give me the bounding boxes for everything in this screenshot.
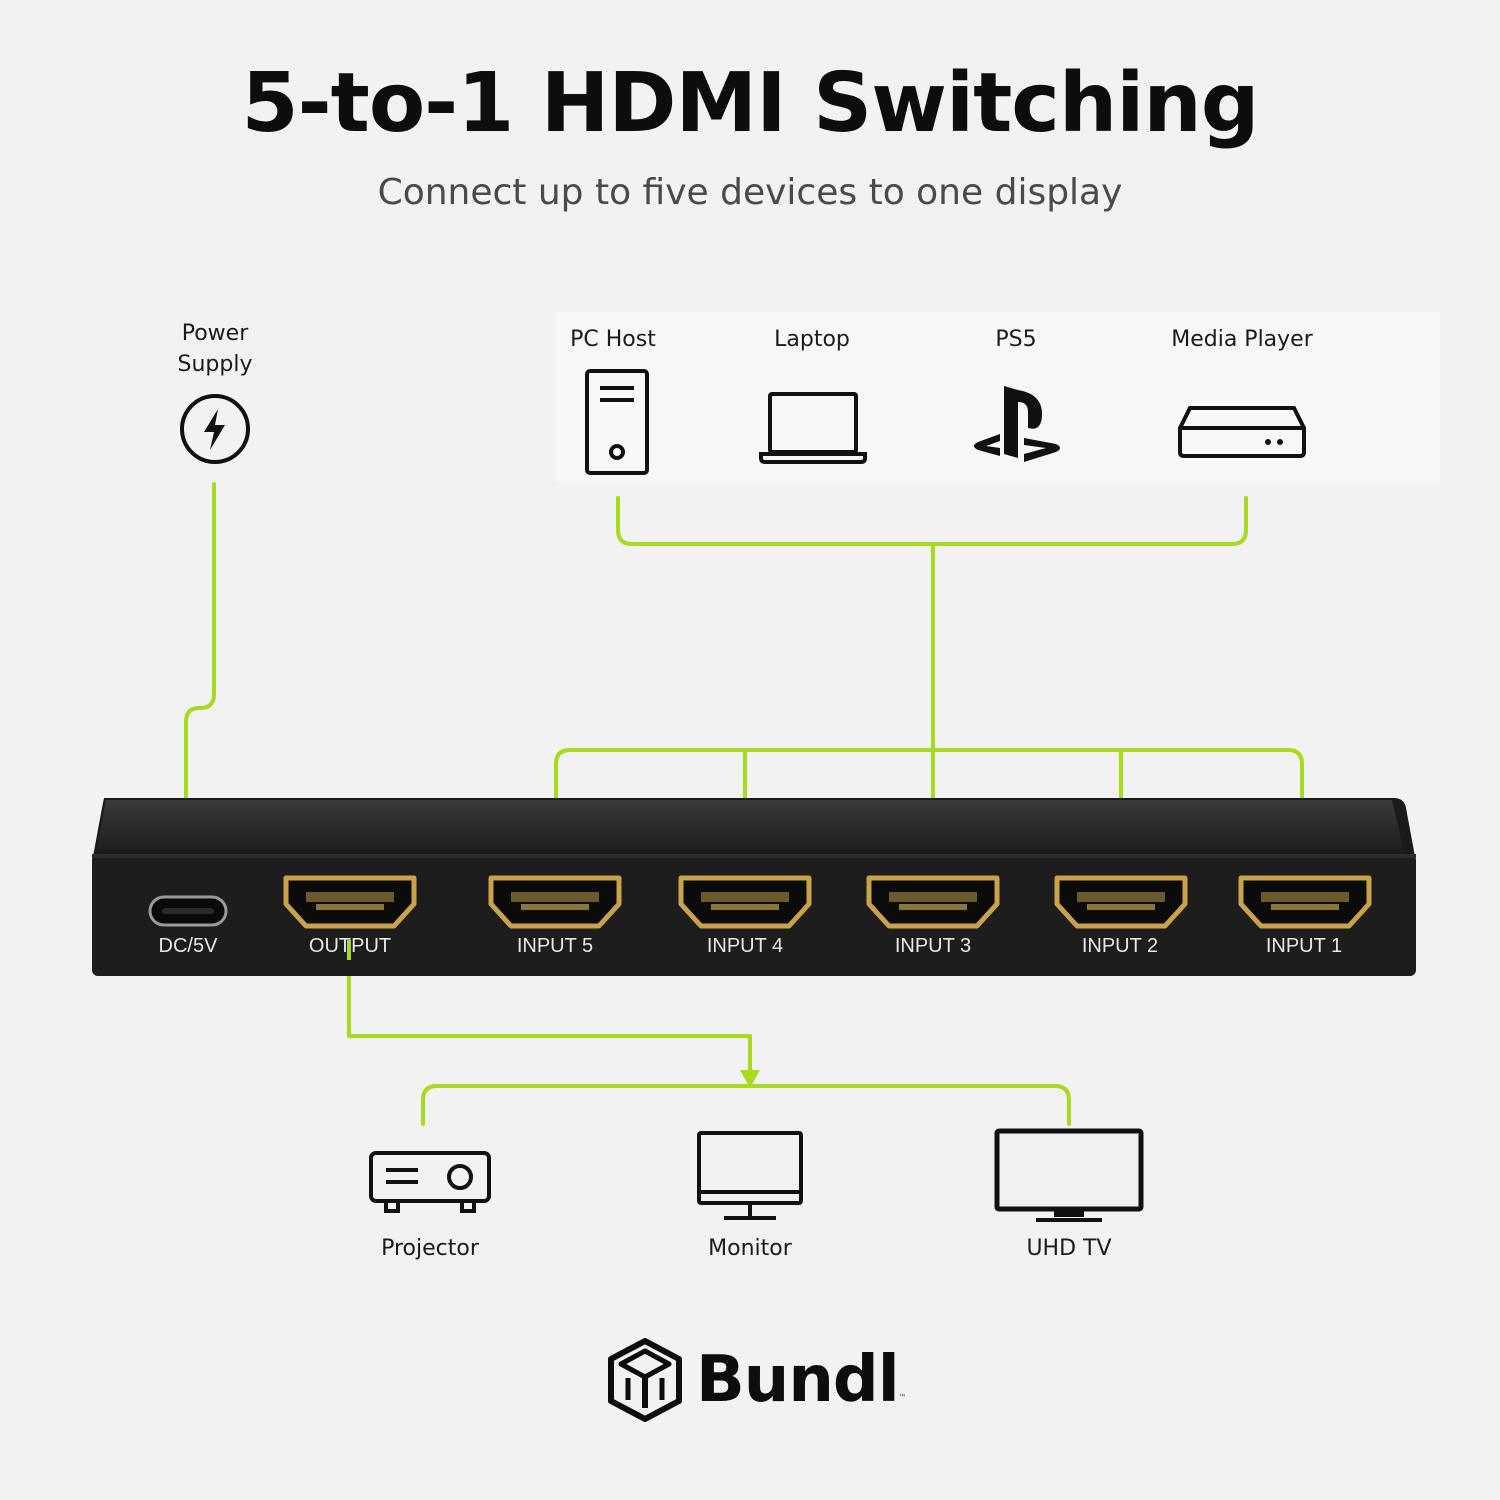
brand-name: Bundl	[696, 1343, 900, 1417]
bundl-cube-logo-icon	[608, 1338, 682, 1422]
hdmi-port-input-4	[678, 875, 812, 929]
output-wire	[347, 950, 752, 1078]
source-label-laptop: Laptop	[774, 327, 850, 352]
source-label-pc-host: PC Host	[570, 327, 656, 352]
power-label-line2: Supply	[177, 352, 253, 377]
lightning-bolt-icon	[180, 394, 250, 464]
hdmi-port-input-1	[1238, 875, 1372, 929]
power-supply-label: Power Supply	[150, 318, 280, 380]
hdmi-switch-device	[92, 798, 1416, 976]
port-label-dc: DC/5V	[158, 935, 218, 957]
page-subtitle: Connect up to five devices to one displa…	[377, 172, 1123, 213]
trademark-symbol: ™	[898, 1393, 907, 1402]
port-label-input-2: INPUT 2	[1081, 935, 1159, 957]
power-label-line1: Power	[181, 321, 249, 346]
hdmi-port-input-5	[488, 875, 622, 929]
output-wire-overlay	[347, 940, 351, 960]
usb-c-port	[148, 895, 228, 927]
hdmi-port-input-2	[1054, 875, 1188, 929]
media-player-box-icon	[1178, 406, 1306, 458]
pc-tower-icon	[585, 369, 649, 475]
sources-bracket-wire	[616, 496, 1248, 546]
projector-icon	[369, 1151, 491, 1213]
display-label-monitor: Monitor	[708, 1236, 792, 1261]
power-wire	[184, 482, 216, 872]
monitor-icon	[697, 1131, 803, 1220]
page-title: 5-to-1 HDMI Switching	[241, 56, 1260, 151]
hdmi-port-input-3	[866, 875, 1000, 929]
hdmi-port-output	[283, 875, 417, 929]
display-label-uhd-tv: UHD TV	[1026, 1236, 1112, 1261]
port-label-input-3: INPUT 3	[894, 935, 972, 957]
port-label-input-4: INPUT 4	[706, 935, 784, 957]
displays-bracket-wire	[421, 1084, 1071, 1126]
source-label-media-player: Media Player	[1171, 327, 1313, 352]
source-label-ps5: PS5	[995, 327, 1037, 352]
laptop-icon	[759, 392, 867, 464]
port-label-input-5: INPUT 5	[516, 935, 594, 957]
input-distribution-wire	[554, 748, 1304, 860]
brand-logo: Bundl ™	[608, 1338, 907, 1422]
display-label-projector: Projector	[381, 1236, 479, 1261]
playstation-logo-icon	[974, 386, 1060, 462]
arrow-displays	[740, 1070, 760, 1088]
port-label-input-1: INPUT 1	[1265, 935, 1343, 957]
tv-icon	[994, 1128, 1144, 1222]
